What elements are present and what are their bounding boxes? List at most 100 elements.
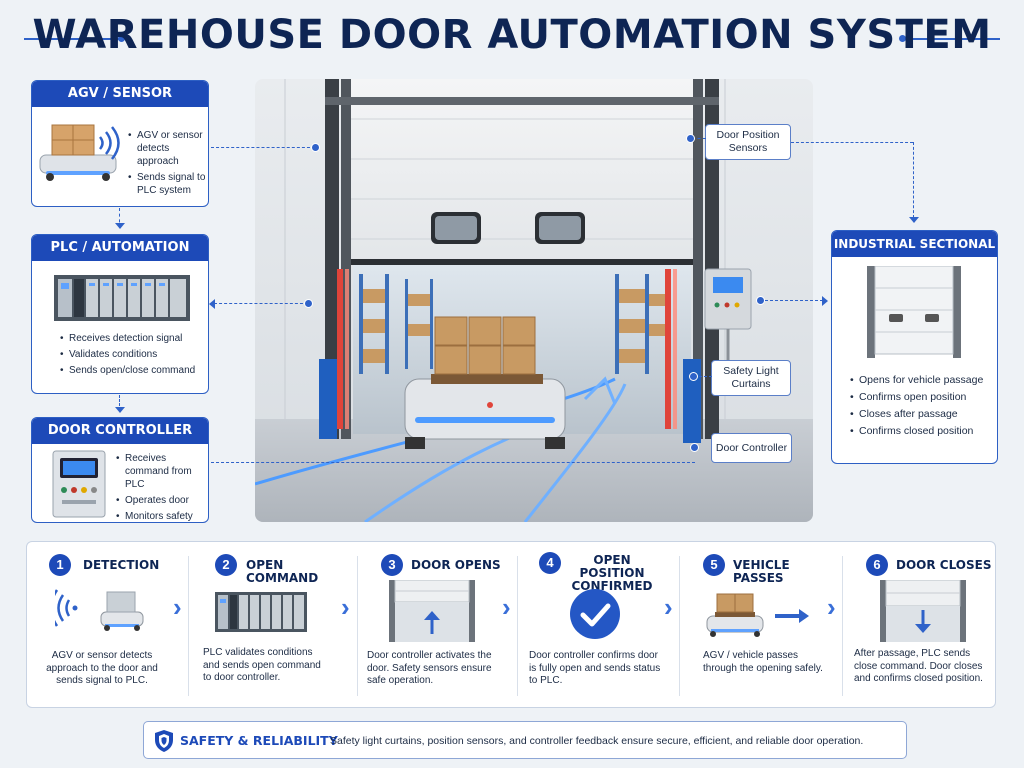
safety-reliability-bar: SAFETY & RELIABILITY Safety light curtai… (143, 721, 907, 759)
door-up-icon (389, 580, 475, 642)
connector (694, 376, 712, 377)
bullet: Receives detection signal (60, 332, 206, 345)
light-curtains-callout: Safety Light Curtains (711, 360, 791, 396)
step-title: VEHICLE PASSES (733, 558, 790, 585)
check-icon (570, 589, 620, 639)
agv-sensor-icon (39, 124, 120, 181)
agv-card-header: AGV / SENSOR (32, 81, 208, 107)
process-step-5: 5 VEHICLE PASSES AGV / vehicle passes th… (681, 542, 831, 709)
arrow-head (115, 407, 125, 413)
connector (214, 303, 308, 304)
step-divider (188, 556, 189, 696)
chevron-right-icon: › (827, 592, 836, 622)
bullet: Validates conditions (60, 348, 206, 361)
agv-pass-icon (706, 593, 809, 637)
step-title: DETECTION (83, 558, 160, 572)
step-number: 6 (866, 554, 888, 576)
bullet: Receives command from PLC (116, 452, 208, 491)
title-rule-right (904, 38, 1000, 40)
bullet: AGV or sensor detects approach (128, 129, 206, 168)
connector (765, 300, 823, 301)
agv-sensor-card: AGV / SENSOR AGV or sensor detects appro… (31, 80, 209, 207)
process-steps-panel: 1 DETECTION AGV or sensor detects approa… (26, 541, 996, 708)
bullet: Confirms open position (850, 390, 996, 404)
step-description: AGV or sensor detects approach to the do… (46, 650, 158, 686)
plc-rack-icon (54, 275, 190, 321)
agv-bullets: AGV or sensor detects approach Sends sig… (128, 129, 206, 200)
connector (913, 142, 914, 218)
connector (211, 462, 695, 463)
connector (119, 395, 120, 410)
title-rule-left (24, 38, 120, 40)
title-dot-left (118, 35, 125, 42)
connector (692, 138, 706, 139)
step-description: Door controller activates the door. Safe… (367, 650, 492, 686)
safety-text: Safety light curtains, position sensors,… (330, 735, 864, 747)
bullet: Confirms closed position (850, 424, 996, 438)
door-controller-callout: Door Controller (711, 433, 792, 463)
connector (119, 208, 120, 228)
door-card-header: INDUSTRIAL SECTIONAL DOOR (832, 231, 997, 277)
chevron-right-icon: › (341, 592, 350, 622)
door-bullets: Opens for vehicle passage Confirms open … (850, 373, 996, 441)
step-divider (357, 556, 358, 696)
step-title: DOOR OPENS (411, 558, 501, 572)
bullet: Operates door (116, 494, 208, 507)
process-step-4: 4 OPEN POSITION CONFIRMED Door controlle… (519, 542, 677, 709)
step-divider (842, 556, 843, 696)
bullet: Opens for vehicle passage (850, 373, 996, 387)
title-dot-right (899, 35, 906, 42)
plc-icon (215, 592, 307, 632)
process-step-6: 6 DOOR CLOSES After passage, PLC sends c… (844, 542, 996, 709)
connector (791, 142, 913, 143)
step-description: Door controller confirms door is fully o… (529, 650, 661, 686)
position-sensors-callout: Door Position Sensors (705, 124, 791, 160)
bullet: Closes after passage (850, 407, 996, 421)
step-number: 2 (215, 554, 237, 576)
step-number: 3 (381, 554, 403, 576)
connector-dot (689, 372, 698, 381)
step-divider (517, 556, 518, 696)
step-divider (679, 556, 680, 696)
chevron-right-icon: › (664, 592, 673, 622)
connector (211, 147, 315, 148)
process-step-3: 3 DOOR OPENS Door controller activates t… (359, 542, 509, 709)
page-title: WAREHOUSE DOOR AUTOMATION SYSTEM (32, 12, 992, 58)
door-controller-card: DOOR CONTROLLER Receives command from PL… (31, 417, 209, 523)
shield-icon (155, 730, 173, 752)
arrow-head (909, 217, 919, 223)
connector-dot (311, 143, 320, 152)
control-panel-icon (52, 450, 106, 518)
door-down-icon (880, 580, 966, 642)
step-description: AGV / vehicle passes through the opening… (703, 650, 823, 674)
step-title: OPEN COMMAND (246, 558, 319, 585)
step-number: 5 (703, 554, 725, 576)
bullet: Sends signal to PLC system (128, 171, 206, 197)
chevron-right-icon: › (502, 592, 511, 622)
step-title: DOOR CLOSES (896, 558, 992, 572)
arrow-head (115, 223, 125, 229)
connector-dot (304, 299, 313, 308)
connector-dot (756, 296, 765, 305)
agv-detect-icon (55, 589, 144, 631)
process-step-2: 2 OPEN COMMAND PLC validates conditions … (191, 542, 349, 709)
bullet: Monitors safety devices and position (116, 510, 208, 522)
step-number: 1 (49, 554, 71, 576)
bullet: Sends open/close command (60, 364, 206, 377)
step-number: 4 (539, 552, 561, 574)
plc-card-header: PLC / AUTOMATION SYSTEM (32, 235, 208, 281)
connector-dot (690, 443, 699, 452)
plc-card: PLC / AUTOMATION SYSTEM Receives detecti… (31, 234, 209, 394)
arrow-head (822, 296, 828, 306)
process-step-1: 1 DETECTION AGV or sensor detects approa… (27, 542, 177, 709)
chevron-right-icon: › (173, 592, 182, 622)
sectional-door-card: INDUSTRIAL SECTIONAL DOOR Opens for vehi… (831, 230, 998, 464)
controller-bullets: Receives command from PLC Operates door … (116, 452, 208, 522)
step-description: After passage, PLC sends close command. … (854, 648, 983, 684)
plc-bullets: Receives detection signal Validates cond… (60, 332, 206, 380)
sectional-door-icon (867, 266, 961, 358)
arrow-head (209, 299, 215, 309)
connector-dot (686, 134, 695, 143)
safety-label: SAFETY & RELIABILITY (180, 733, 338, 748)
controller-card-header: DOOR CONTROLLER (32, 418, 208, 444)
